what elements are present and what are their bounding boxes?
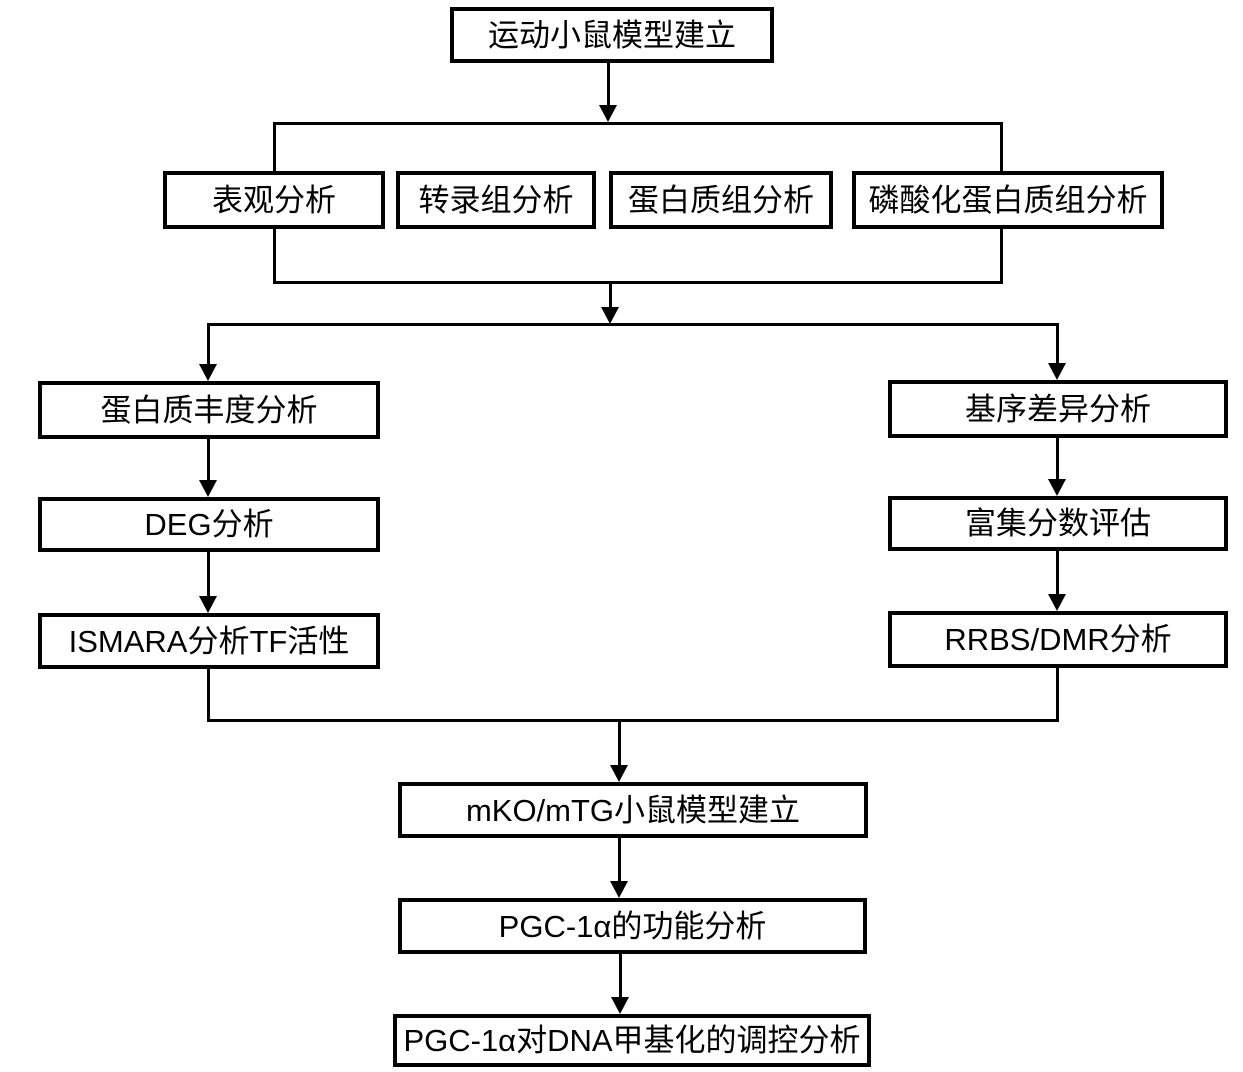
node-phosphoproteome-analysis: 磷酸化蛋白质组分析 xyxy=(852,171,1164,229)
node-epigenetic-analysis: 表观分析 xyxy=(163,171,385,229)
node-exercise-mouse-model: 运动小鼠模型建立 xyxy=(450,7,774,63)
arrow-merge-to-mko-line xyxy=(618,722,621,766)
arrow-motif-to-enrichment-line xyxy=(1056,438,1059,480)
arrow-split-to-right-head xyxy=(1048,363,1066,380)
arrow-abundance-to-deg-line xyxy=(207,439,210,481)
arrow-top-to-bracket-line xyxy=(607,62,610,108)
node-motif-difference-analysis: 基序差异分析 xyxy=(888,380,1228,438)
merge-right-line xyxy=(1056,668,1059,722)
node-mko-mtg-mouse-model: mKO/mTG小鼠模型建立 xyxy=(398,782,868,838)
node-enrichment-score-evaluation: 富集分数评估 xyxy=(888,496,1228,551)
arrow-top-to-bracket-head xyxy=(599,105,617,122)
arrow-deg-to-ismara-head xyxy=(199,596,217,613)
split-line xyxy=(207,323,1059,326)
node-transcriptome-analysis: 转录组分析 xyxy=(396,171,596,229)
arrow-enrichment-to-rrbs-head xyxy=(1048,594,1066,611)
arrow-mko-to-pgcfunc-head xyxy=(610,881,628,898)
node-ismara-tf-activity-analysis: ISMARA分析TF活性 xyxy=(38,613,380,669)
node-proteome-analysis: 蛋白质组分析 xyxy=(609,171,833,229)
arrow-split-to-left-head xyxy=(199,364,217,381)
node-pgc1a-function-analysis: PGC-1α的功能分析 xyxy=(398,898,867,954)
arrow-merge-to-mko-head xyxy=(610,765,628,782)
arrow-mko-to-pgcfunc-line xyxy=(618,838,621,882)
arrow-enrichment-to-rrbs-line xyxy=(1056,551,1059,595)
arrow-split-to-right-line xyxy=(1056,323,1059,365)
arrow-split-to-left-line xyxy=(207,323,210,365)
arrow-bracket-to-split-line xyxy=(609,281,612,309)
arrow-pgcfunc-to-pgcdna-line xyxy=(619,954,622,998)
node-deg-analysis: DEG分析 xyxy=(38,497,380,552)
arrow-pgcfunc-to-pgcdna-head xyxy=(611,997,629,1014)
arrow-abundance-to-deg-head xyxy=(199,480,217,497)
arrow-deg-to-ismara-line xyxy=(207,552,210,597)
node-rrbs-dmr-analysis: RRBS/DMR分析 xyxy=(888,611,1228,668)
arrow-bracket-to-split-head xyxy=(601,307,619,324)
arrow-motif-to-enrichment-head xyxy=(1048,479,1066,496)
node-pgc1a-dna-methylation-regulation-analysis: PGC-1α对DNA甲基化的调控分析 xyxy=(393,1014,871,1067)
merge-left-line xyxy=(207,669,210,722)
merge-line xyxy=(207,719,1059,722)
node-protein-abundance-analysis: 蛋白质丰度分析 xyxy=(38,381,380,439)
